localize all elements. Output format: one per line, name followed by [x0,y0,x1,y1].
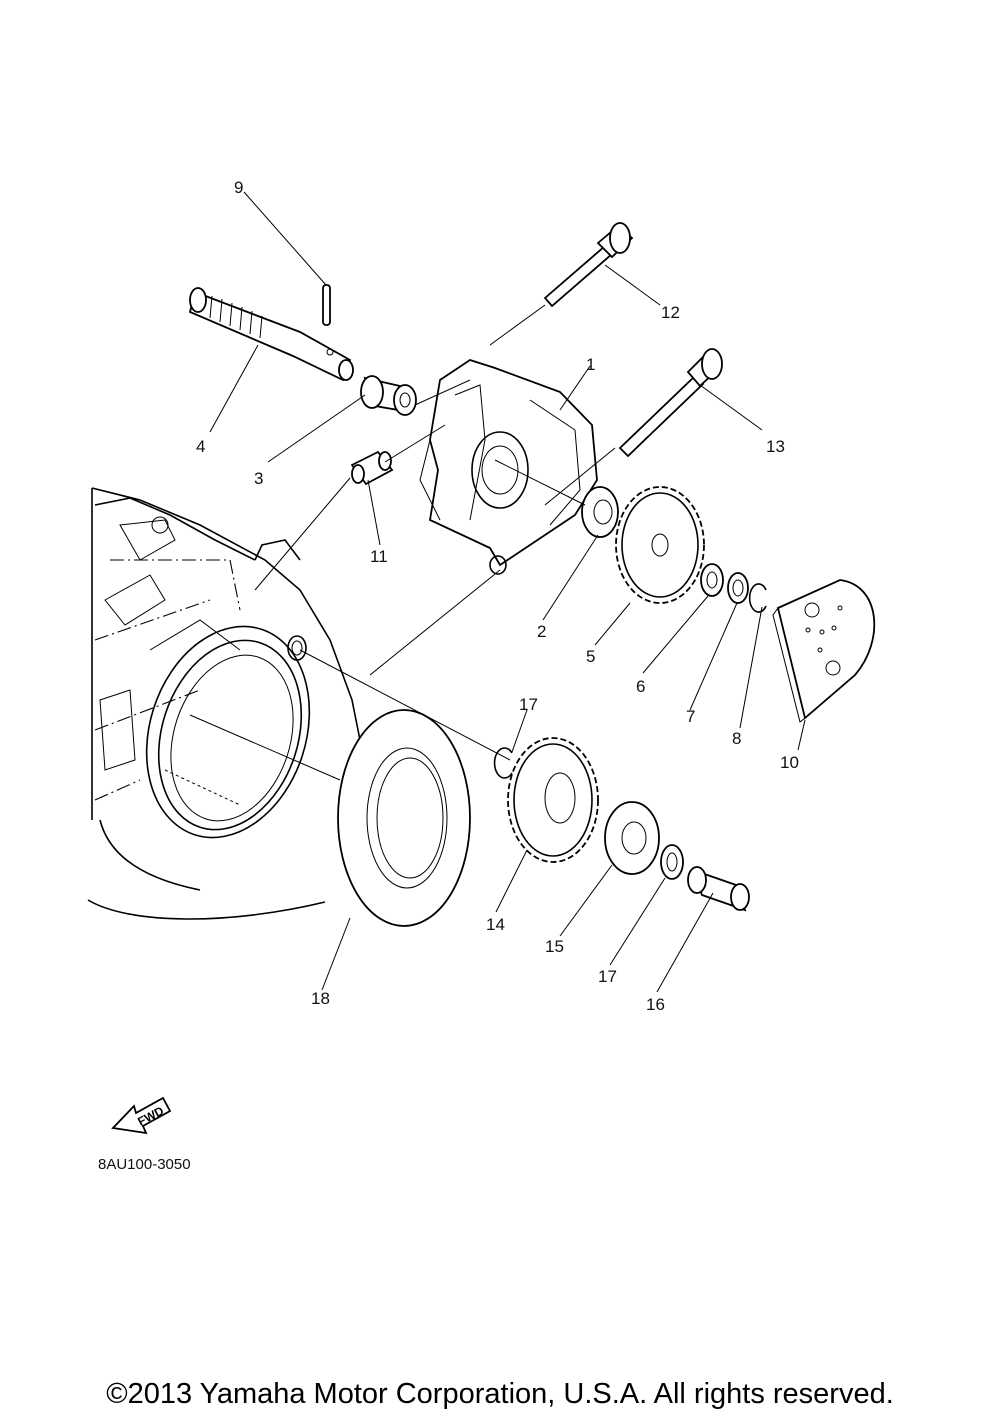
callout-12: 12 [661,303,680,322]
callout-17-upper: 17 [519,695,538,714]
kick-shaft [188,287,354,382]
callout-18: 18 [311,989,330,1008]
gear-lower [507,737,599,863]
callout-13: 13 [766,437,785,456]
gear-upper [615,486,705,604]
plate [772,579,876,723]
callout-1: 1 [586,355,595,374]
bolt-long [543,222,634,308]
callout-15: 15 [545,937,564,956]
cover-housing [419,359,598,575]
drawing-code: 8AU100-3050 [98,1156,191,1173]
collar [687,866,750,912]
callout-14: 14 [486,915,505,934]
callout-4: 4 [196,437,205,456]
assembly-lines [189,304,616,781]
fwd-arrow-icon: FWD [111,1096,172,1135]
callout-2: 2 [537,622,546,641]
callout-8: 8 [732,729,741,748]
circlip-17-upper [493,747,513,779]
callout-6: 6 [636,677,645,696]
bearing-small [581,486,619,538]
callout-7: 7 [686,707,695,726]
callout-3: 3 [254,469,263,488]
washer-17-lower [660,844,684,880]
pin [322,284,331,326]
seal-ring [337,709,471,927]
copyright-notice: ©2013 Yamaha Motor Corporation, U.S.A. A… [106,1378,894,1410]
circlip-8 [748,583,767,613]
bolt-short [618,348,723,458]
washer-6 [700,563,724,597]
dowel [350,450,394,486]
callout-11: 11 [370,547,388,566]
callout-10: 10 [780,753,799,772]
callout-9: 9 [234,178,243,197]
callout-5: 5 [586,647,595,666]
leader-lines [209,191,806,993]
bush [360,375,417,416]
washer-7 [727,572,749,604]
bearing-large [604,801,660,875]
callout-labels: 9 12 1 13 4 3 11 2 5 6 7 8 10 17 14 15 1… [196,178,799,1014]
callout-17-lower: 17 [598,967,617,986]
crankcase [87,487,361,920]
callout-16: 16 [646,995,665,1014]
